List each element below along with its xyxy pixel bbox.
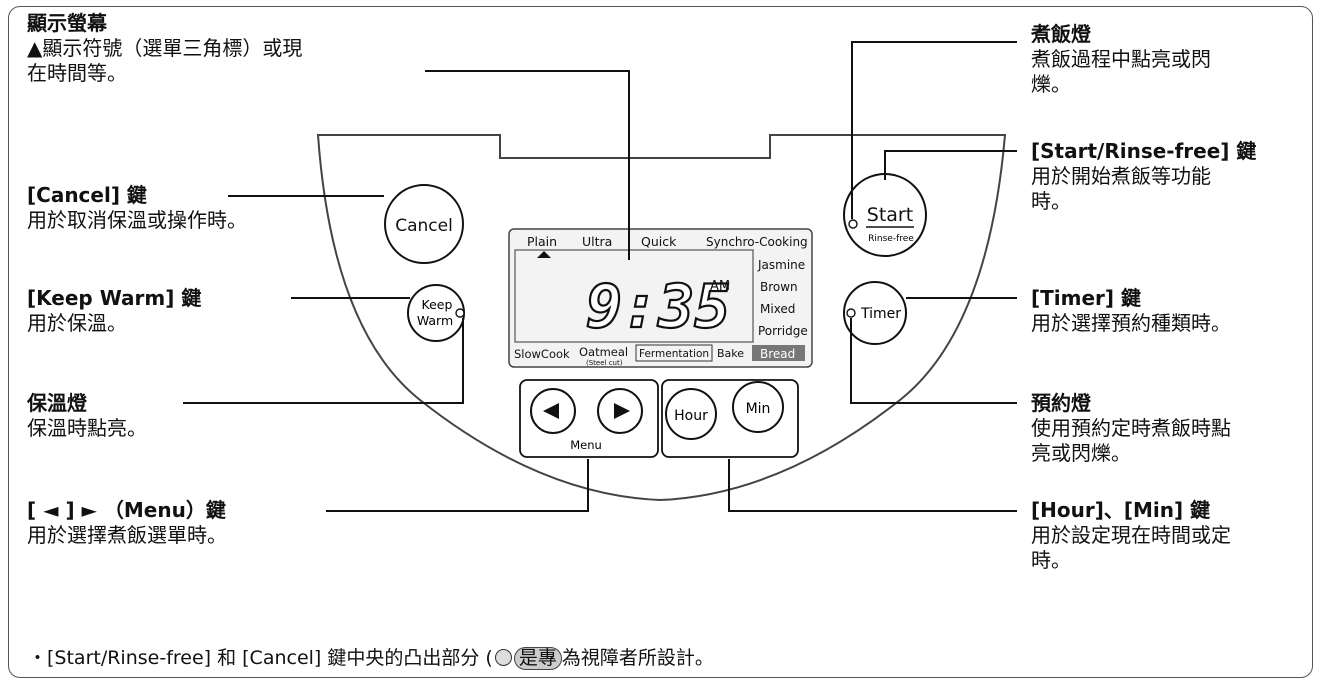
cancel-button[interactable]: [384, 184, 464, 264]
callout-start-desc-1: 用於開始煮飯等功能: [1031, 164, 1211, 188]
hour-button-label: Hour: [674, 408, 708, 424]
mode-slowcook: SlowCook: [514, 347, 570, 361]
raised-dot-icon: [494, 649, 512, 666]
callout-hour-min-desc-2: 時。: [1031, 548, 1071, 572]
cancel-button-label: Cancel: [395, 216, 453, 236]
callout-warm-lamp: 保溫燈 保溫時點亮。: [27, 391, 147, 441]
leader-start: [884, 150, 1017, 180]
callout-keep-warm-desc: 用於保溫。: [27, 311, 127, 335]
clock-time: 9:35: [586, 272, 731, 342]
keep-warm-label-2: Warm: [417, 313, 453, 328]
start-button-sub: Rinse-free: [868, 234, 914, 244]
hour-button[interactable]: [665, 388, 717, 440]
cook-lamp-icon: [848, 219, 858, 229]
mode-quick: Quick: [641, 234, 677, 249]
leader-cook-lamp: [851, 41, 1017, 219]
callout-cook-lamp-title: 煮飯燈: [1031, 22, 1091, 46]
callout-start: [Start/Rinse-free] 鍵 用於開始煮飯等功能 時。: [1031, 139, 1256, 214]
keep-warm-label-1: Keep: [422, 297, 453, 312]
min-button-label: Min: [746, 401, 771, 417]
leader-hour-min: [728, 459, 1017, 512]
callout-cook-lamp-desc-2: 爍。: [1031, 72, 1071, 96]
timer-lamp-icon: [846, 308, 856, 318]
callout-keep-warm: [Keep Warm] 鍵 用於保溫。: [27, 286, 201, 336]
callout-hour-min-desc-1: 用於設定現在時間或定: [1031, 523, 1231, 547]
min-button[interactable]: [732, 381, 784, 433]
callout-timer-lamp: 預約燈 使用預約定時煮飯時點 亮或閃爍。: [1031, 391, 1231, 466]
callout-display-desc-2: 在時間等。: [27, 61, 127, 85]
mode-mixed: Mixed: [760, 302, 795, 316]
leader-display: [425, 70, 630, 260]
fermentation-box: [635, 344, 713, 362]
lcd-inner-window: [514, 249, 754, 343]
menu-group-frame: [519, 379, 659, 458]
callout-warm-lamp-desc: 保溫時點亮。: [27, 416, 147, 440]
callout-menu-desc: 用於選擇煮飯選單時。: [27, 523, 227, 547]
mode-plain: Plain: [527, 234, 557, 249]
mode-synchro-cooking: Synchro-Cooking: [706, 235, 808, 249]
callout-warm-lamp-title: 保溫燈: [27, 391, 87, 415]
callout-timer: [Timer] 鍵 用於選擇預約種類時。: [1031, 286, 1231, 336]
lcd-screen: [508, 228, 813, 368]
footnote-text-after: 為視障者所設計。: [561, 647, 714, 669]
right-arrow-icon: [614, 403, 630, 419]
callout-timer-desc: 用於選擇預約種類時。: [1031, 311, 1231, 335]
callout-hour-min: [Hour]、[Min] 鍵 用於設定現在時間或定 時。: [1031, 498, 1231, 573]
callout-display-desc-1: ▲顯示符號（選單三角標）或現: [27, 36, 303, 60]
callout-cook-lamp: 煮飯燈 煮飯過程中點亮或閃 爍。: [1031, 22, 1211, 97]
mode-oatmeal: Oatmeal: [579, 345, 628, 359]
callout-hour-min-title: [Hour]、[Min] 鍵: [1031, 498, 1211, 522]
leader-warm-lamp: [183, 318, 464, 404]
footnote-text-before: ・[Start/Rinse-free] 和 [Cancel] 鍵中央的凸出部分 …: [28, 647, 493, 669]
left-arrow-icon: [543, 403, 559, 419]
warm-lamp-icon: [455, 308, 465, 318]
callout-display: 顯示螢幕 ▲顯示符號（選單三角標）或現 在時間等。: [27, 11, 302, 86]
footnote-highlight: 是專: [513, 647, 562, 670]
callout-timer-lamp-title: 預約燈: [1031, 391, 1091, 415]
mode-fermentation: Fermentation: [639, 348, 709, 360]
panel-outline: [316, 134, 1007, 502]
mode-bake: Bake: [717, 347, 744, 360]
mode-jasmine: Jasmine: [757, 258, 805, 272]
menu-group-label: Menu: [570, 438, 602, 452]
callout-display-title: 顯示螢幕: [27, 11, 107, 35]
mode-bread: Bread: [760, 347, 795, 361]
callout-menu: [ ◄ ] ► （Menu）鍵 用於選擇煮飯選單時。: [27, 498, 227, 548]
leader-menu: [326, 459, 589, 512]
mode-porridge: Porridge: [758, 324, 808, 338]
callout-start-title: [Start/Rinse-free] 鍵: [1031, 139, 1257, 163]
timer-button[interactable]: [843, 281, 907, 345]
leader-timer-lamp: [850, 318, 1017, 404]
start-button-label: Start: [867, 204, 913, 226]
callout-cancel-desc: 用於取消保溫或操作時。: [27, 208, 247, 232]
mode-ultra: Ultra: [582, 234, 612, 249]
callout-cancel: [Cancel] 鍵 用於取消保溫或操作時。: [27, 183, 247, 233]
callout-cancel-title: [Cancel] 鍵: [27, 183, 147, 207]
diagram-frame: [8, 6, 1313, 678]
timer-button-label: Timer: [860, 306, 901, 322]
mode-oatmeal-sub: (Steel cut): [586, 359, 623, 367]
callout-timer-lamp-desc-1: 使用預約定時煮飯時點: [1031, 416, 1231, 440]
menu-triangle-icon: [537, 251, 551, 258]
callout-start-desc-2: 時。: [1031, 189, 1071, 213]
clock-am: AM: [710, 279, 730, 294]
mode-brown: Brown: [760, 280, 798, 294]
callout-timer-title: [Timer] 鍵: [1031, 286, 1142, 310]
callout-keep-warm-title: [Keep Warm] 鍵: [27, 286, 202, 310]
hour-min-group-frame: [661, 379, 799, 458]
callout-cook-lamp-desc-1: 煮飯過程中點亮或閃: [1031, 47, 1211, 71]
footnote: ・[Start/Rinse-free] 和 [Cancel] 鍵中央的凸出部分 …: [28, 646, 714, 670]
callout-timer-lamp-desc-2: 亮或閃爍。: [1031, 441, 1131, 465]
bread-highlight: [752, 345, 805, 361]
callout-menu-title: [ ◄ ] ► （Menu）鍵: [27, 498, 226, 522]
